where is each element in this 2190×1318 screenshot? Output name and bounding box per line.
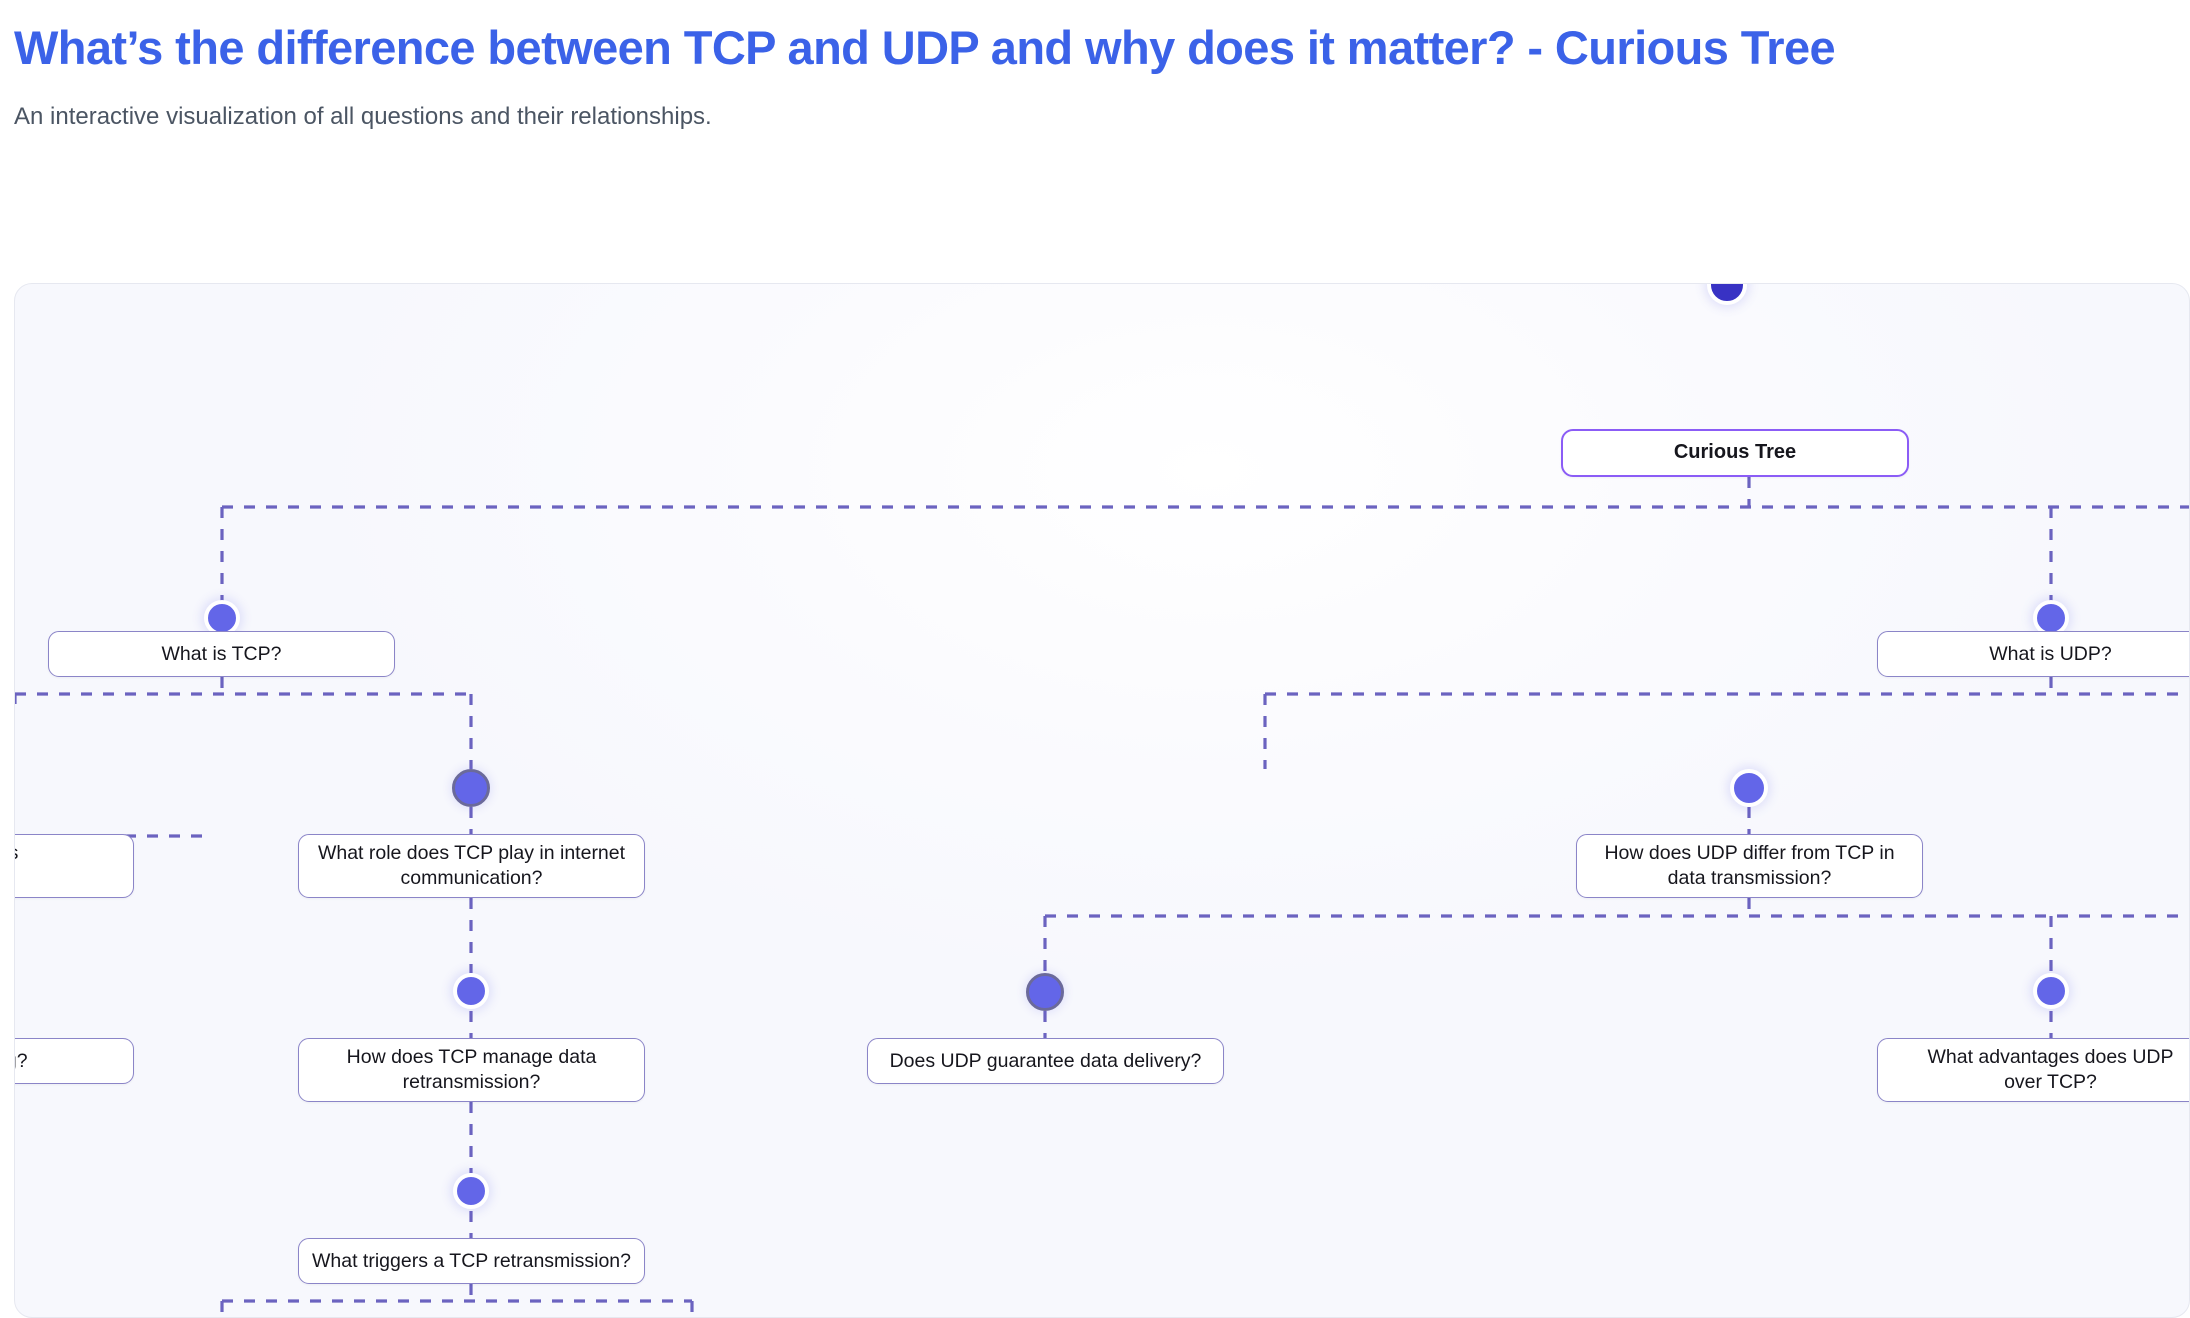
node-what-is-tcp-label: What is TCP?	[161, 642, 282, 665]
edge-layer	[15, 477, 2189, 1317]
node-udp-guarantee-dot[interactable]	[1026, 973, 1064, 1011]
page-title: What’s the difference between TCP and UD…	[14, 21, 1836, 74]
page-subtitle: An interactive visualization of all ques…	[14, 102, 712, 130]
node-root-box[interactable]: Curious Tree	[1561, 429, 1909, 477]
node-tcp-numbering-label: umbering?	[15, 1049, 28, 1072]
tree-canvas[interactable]: Curious Tree What is TCP? What is UDP? e…	[14, 283, 2190, 1318]
node-tcp-reliable-box[interactable]: e data isely?	[15, 834, 134, 898]
node-what-is-tcp-dot[interactable]	[204, 600, 240, 636]
node-udp-guarantee-box[interactable]: Does UDP guarantee data delivery?	[867, 1038, 1224, 1084]
node-udp-advantages-dot[interactable]	[2033, 973, 2069, 1009]
node-tcp-numbering-box[interactable]: umbering?	[15, 1038, 134, 1084]
node-tcp-triggers-dot[interactable]	[453, 1173, 489, 1209]
node-udp-differ-dot[interactable]	[1730, 769, 1768, 807]
node-tcp-role-dot[interactable]	[452, 769, 490, 807]
node-udp-guarantee-label: Does UDP guarantee data delivery?	[889, 1049, 1202, 1072]
page-header: What’s the difference between TCP and UD…	[0, 0, 2190, 132]
node-what-is-udp-box[interactable]: What is UDP?	[1877, 631, 2189, 677]
node-tcp-reliable-label: e data isely?	[15, 841, 121, 891]
node-what-is-udp-label: What is UDP?	[1989, 642, 2112, 665]
node-root-label: Curious Tree	[1673, 441, 1797, 464]
node-tcp-triggers-label: What triggers a TCP retransmission?	[312, 1249, 631, 1272]
node-tcp-triggers-box[interactable]: What triggers a TCP retransmission?	[298, 1238, 645, 1284]
node-what-is-tcp-box[interactable]: What is TCP?	[48, 631, 395, 677]
node-tcp-manage-dot[interactable]	[453, 973, 489, 1009]
